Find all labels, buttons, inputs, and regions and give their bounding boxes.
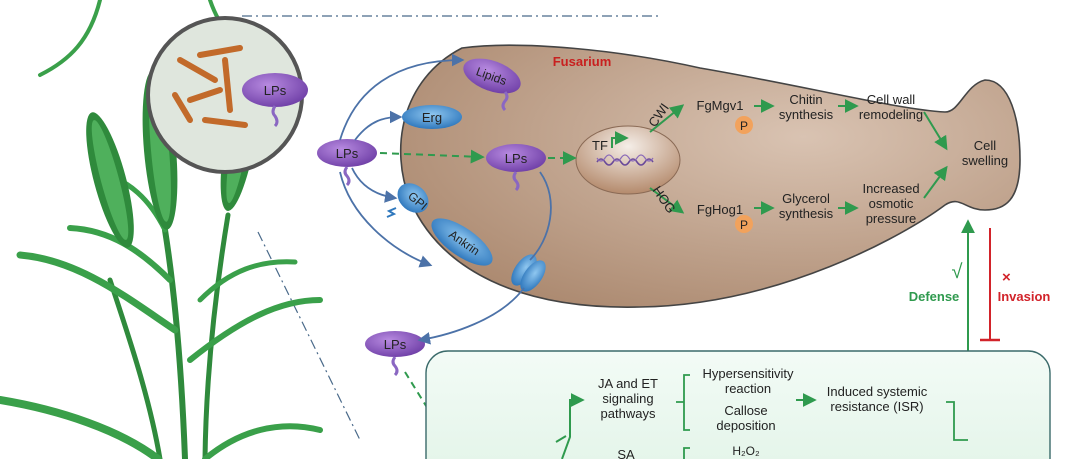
svg-text:P: P: [740, 218, 748, 232]
erg-protein: Erg: [402, 105, 462, 129]
glycerol-synthesis-node: Glycerol synthesis: [779, 191, 834, 221]
fgmgv1-label: FgMgv1: [697, 98, 744, 113]
sa-label: SA: [617, 447, 635, 459]
tf-label: TF: [592, 138, 608, 153]
lipids-protein: Lipids: [463, 58, 521, 112]
hypersensitivity-node: Hypersensitivity reaction: [702, 366, 794, 396]
svg-text:deposition: deposition: [716, 418, 775, 433]
svg-text:osmotic: osmotic: [869, 196, 914, 211]
invasion-label: Invasion: [998, 289, 1051, 304]
ja-bracket: [676, 374, 690, 431]
lps-center-protein: LPs: [486, 144, 546, 192]
ja-et-signaling-node: JA and ET signaling pathways: [598, 376, 658, 421]
lps-zoom-label: LPs: [264, 83, 287, 98]
phospho-badge-2: P: [735, 215, 753, 233]
membrane-channel-icon: [511, 254, 546, 292]
svg-text:pathways: pathways: [601, 406, 656, 421]
lps-left-protein: LPs: [317, 139, 377, 187]
lps-zoom-protein: LPs: [242, 73, 308, 128]
panel-entry-arrow: [555, 435, 567, 443]
svg-text:Chitin: Chitin: [789, 92, 822, 107]
svg-text:reaction: reaction: [725, 381, 771, 396]
arrow-pressure-to-swelling: [923, 165, 948, 199]
lps-binding-arrows: [339, 53, 552, 345]
svg-text:swelling: swelling: [962, 153, 1008, 168]
svg-text:JA and ET: JA and ET: [598, 376, 658, 391]
svg-text:Hypersensitivity: Hypersensitivity: [702, 366, 794, 381]
svg-text:remodeling: remodeling: [859, 107, 923, 122]
nucleus: TF: [575, 125, 681, 195]
cell-wall-remodeling-node: Cell wall remodeling: [859, 92, 923, 122]
svg-text:Callose: Callose: [724, 403, 767, 418]
invasion-cross-icon: ×: [1002, 269, 1011, 286]
fusarium-title: Fusarium: [553, 54, 612, 69]
callose-node: Callose deposition: [716, 403, 775, 433]
zoom-circle: LPs: [146, 16, 308, 174]
cell-swelling-node: Cell swelling: [962, 138, 1008, 168]
svg-text:synthesis: synthesis: [779, 107, 834, 122]
svg-text:Induced systemic: Induced systemic: [827, 384, 928, 399]
svg-text:synthesis: synthesis: [779, 206, 834, 221]
arrow-wall-to-swelling: [923, 111, 948, 151]
defense-check-icon: √: [952, 261, 963, 283]
zoom-guide-lines: [242, 15, 660, 441]
wheat-ear-left: [86, 112, 134, 248]
increased-osmotic-pressure-node: Increased osmotic pressure: [862, 181, 919, 226]
svg-text:Increased: Increased: [862, 181, 919, 196]
svg-text:LPs: LPs: [336, 146, 359, 161]
bacteria-cluster-icon: [172, 45, 248, 128]
sa-bracket: [683, 447, 690, 459]
svg-text:Erg: Erg: [422, 110, 442, 125]
isr-to-defense-connector: [946, 401, 968, 441]
invasion-inhibition: [980, 228, 1000, 342]
svg-text:signaling: signaling: [602, 391, 653, 406]
h2o2-label: H₂O₂: [732, 444, 760, 458]
host-response-panel: [425, 350, 1051, 459]
chitin-synthesis-node: Chitin synthesis: [779, 92, 834, 122]
svg-text:Glycerol: Glycerol: [782, 191, 830, 206]
svg-text:pressure: pressure: [866, 211, 917, 226]
svg-text:resistance (ISR): resistance (ISR): [830, 399, 923, 414]
defense-label: Defense: [909, 289, 960, 304]
svg-text:Cell: Cell: [974, 138, 997, 153]
svg-text:LPs: LPs: [505, 151, 528, 166]
isr-node: Induced systemic resistance (ISR): [827, 384, 928, 414]
phospho-badge-1: P: [735, 116, 753, 134]
fghog1-label: FgHog1: [697, 202, 743, 217]
svg-text:P: P: [740, 119, 748, 133]
svg-text:Cell wall: Cell wall: [867, 92, 916, 107]
svg-text:LPs: LPs: [384, 337, 407, 352]
fusarium-cell: [399, 44, 1021, 308]
lps-bottom-protein: LPs: [365, 331, 425, 377]
panel-branch-arrow: [561, 393, 585, 459]
